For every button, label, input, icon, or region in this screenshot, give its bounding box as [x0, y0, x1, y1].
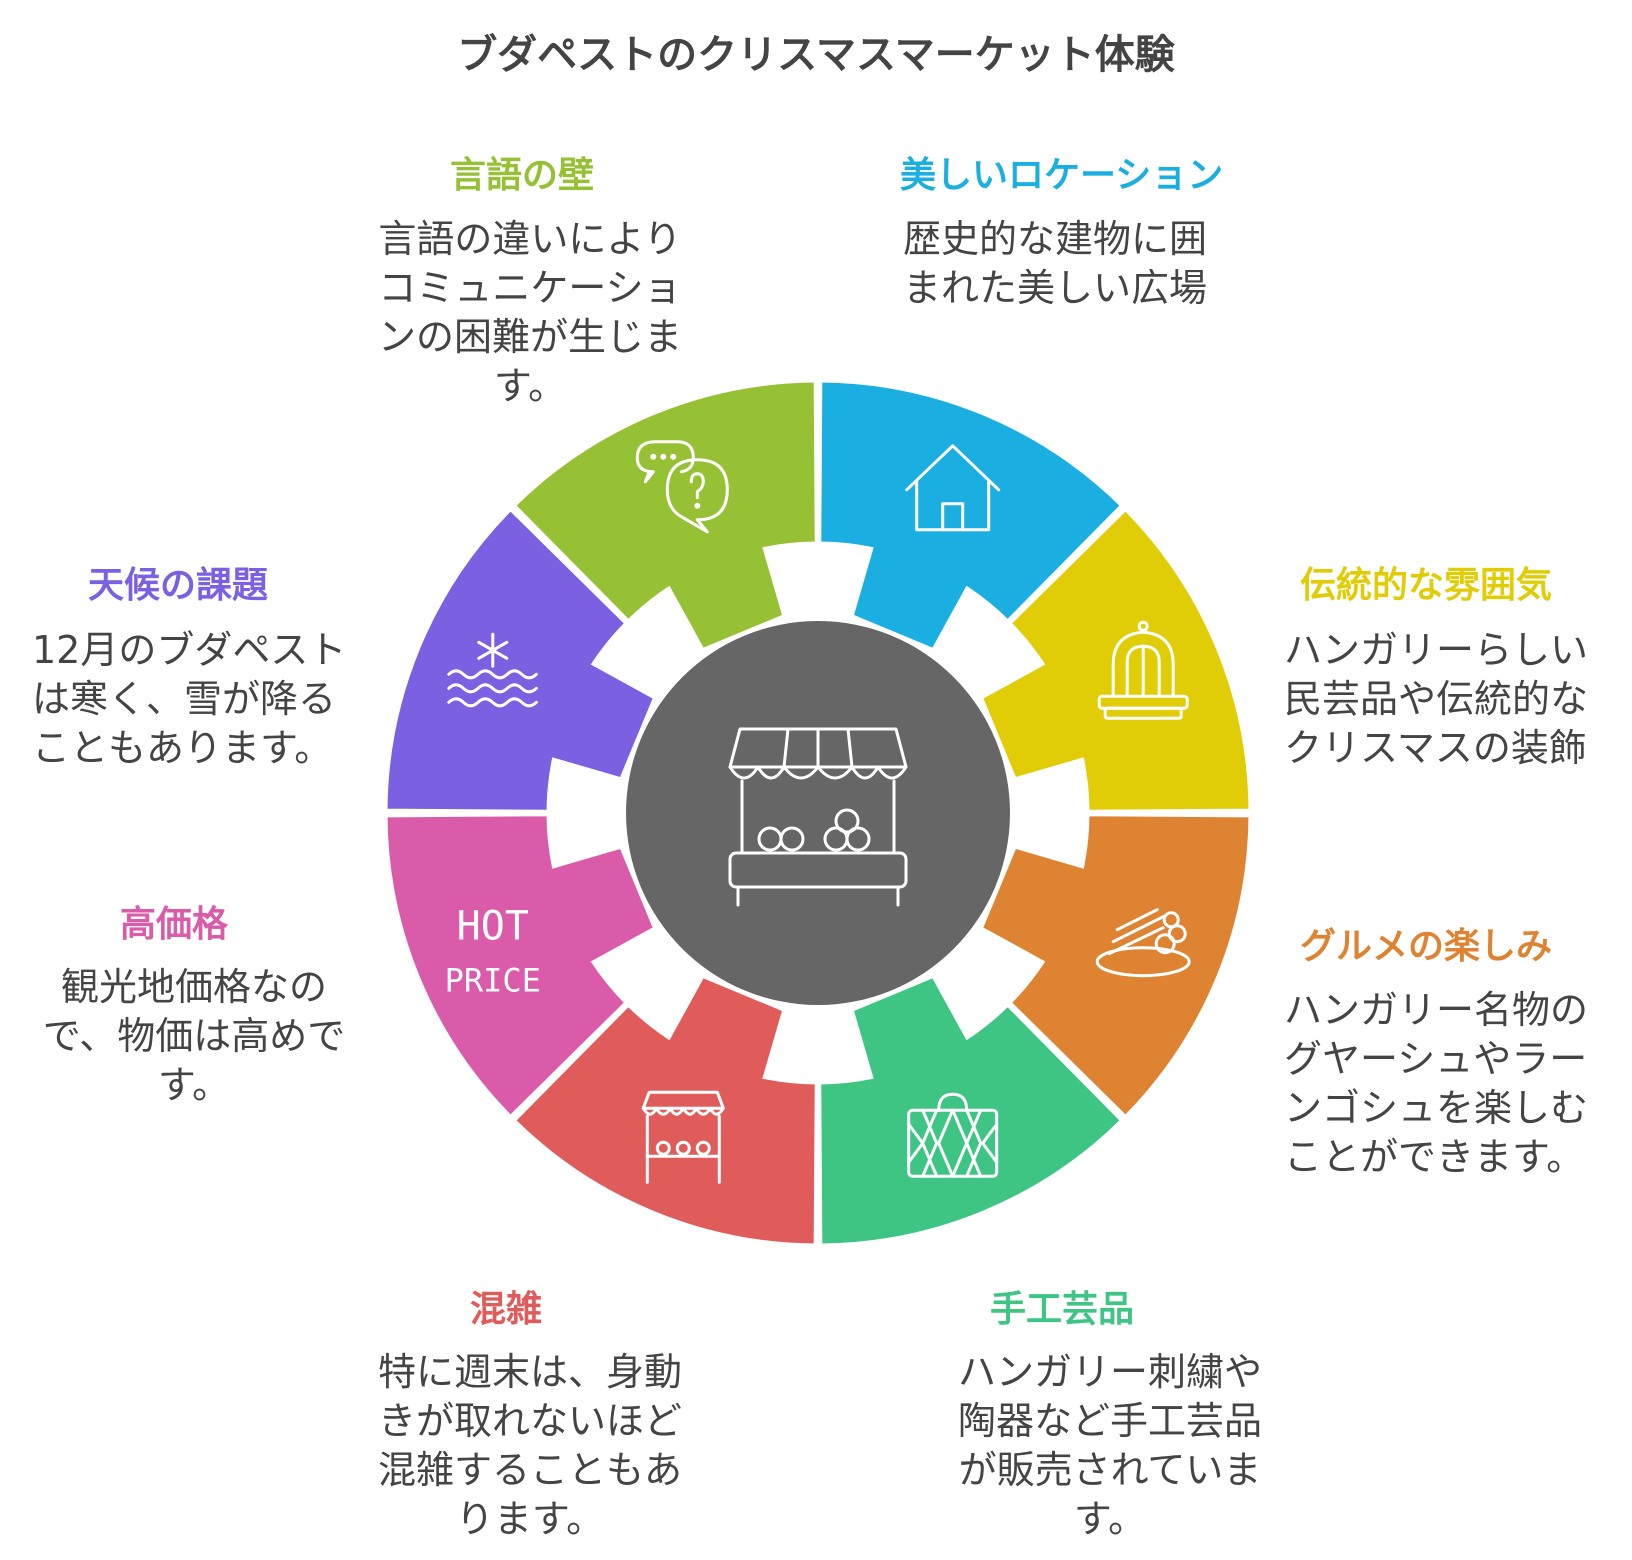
label-crafts: 手工芸品: [990, 1289, 1135, 1330]
market-stall-icon: [728, 727, 908, 907]
label-gourmet: グルメの楽しみ: [1300, 926, 1553, 967]
desc-price: 観光地価格なの で、物価は高めで す。: [42, 965, 346, 1107]
label-price: 高価格: [120, 904, 229, 945]
chat-bubbles-icon: [635, 440, 729, 534]
label-weather: 天候の課題: [88, 565, 269, 606]
segment-weather: [384, 507, 657, 813]
stall-icon: [641, 1090, 725, 1184]
desc-crafts: ハンガリー刺繍や 陶器など手工芸品 が販売されていま す。: [957, 1350, 1262, 1541]
label-language: 言語の壁: [450, 155, 595, 196]
label-atmosphere: 伝統的な雰囲気: [1300, 565, 1553, 606]
house-icon: [905, 444, 1001, 532]
desc-gourmet: ハンガリー名物の グヤーシュやラー ンゴシュを楽しむ ことができます。: [1284, 988, 1589, 1179]
bag-icon: [907, 1092, 999, 1178]
building-icon: [1097, 620, 1189, 720]
segment-crowd: [512, 974, 818, 1247]
segment-price: [384, 813, 657, 1119]
label-crowd: 混雑: [470, 1289, 543, 1330]
hot-price-icon: HOT PRICE: [445, 904, 541, 1000]
desc-atmosphere: ハンガリーらしい 民芸品や伝統的な クリスマスの装飾: [1284, 628, 1589, 770]
page-title: ブダペストのクリスマスマーケット体験: [457, 32, 1175, 78]
label-location: 美しいロケーション: [900, 155, 1224, 196]
desc-language: 言語の違いにより コミュニケーショ ンの困難が生じま す。: [377, 217, 682, 408]
price-text: PRICE: [445, 962, 541, 1000]
snow-wave-icon: [447, 632, 538, 708]
hot-text: HOT: [457, 904, 529, 950]
desc-location: 歴史的な建物に囲 まれた美しい広場: [902, 217, 1207, 310]
food-plate-icon: [1095, 908, 1191, 978]
center-hub: [626, 621, 1010, 1005]
segment-gourmet: [979, 813, 1252, 1119]
desc-crowd: 特に週末は、身動 きが取れないほど 混雑することもあ ります。: [377, 1350, 682, 1541]
desc-weather: 12月のブダペスト は寒く、雪が降る こともあります。: [32, 628, 347, 770]
segment-location: [818, 379, 1124, 652]
segment-atmosphere: [979, 507, 1252, 813]
segment-language: [512, 379, 818, 652]
